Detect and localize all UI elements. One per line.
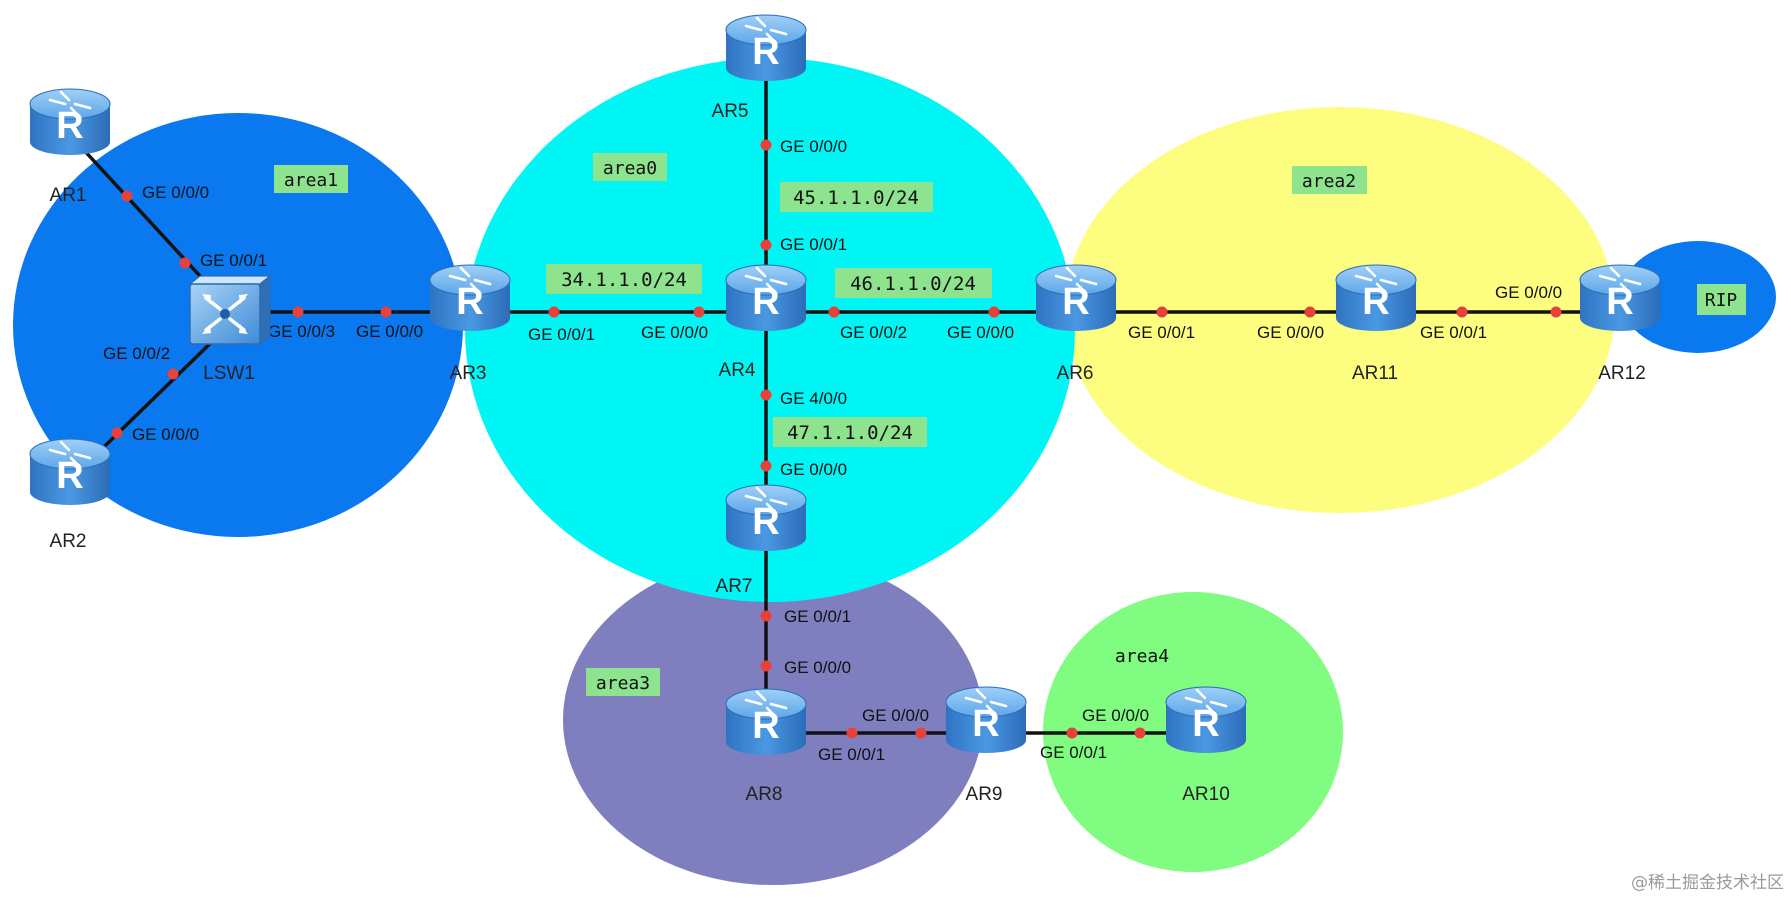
port-dot <box>760 610 772 622</box>
network-label-34: 34.1.1.0/24 <box>546 264 702 294</box>
port-label-lsw1-ar3: GE 0/0/3 <box>268 322 335 341</box>
port-label-ar1: GE 0/0/0 <box>142 183 209 202</box>
area1-label: area1 <box>274 165 348 193</box>
svg-text:46.1.1.0/24: 46.1.1.0/24 <box>850 273 976 295</box>
port-label-lsw1-ar1: GE 0/0/1 <box>200 251 267 270</box>
router-ar8[interactable] <box>724 687 808 757</box>
port-label-ar4-ar3: GE 0/0/0 <box>641 323 708 342</box>
router-ar7[interactable] <box>724 483 808 553</box>
area3-label: area3 <box>586 668 660 696</box>
port-label-ar9-ar10: GE 0/0/1 <box>1040 743 1107 762</box>
svg-text:RIP: RIP <box>1705 290 1738 311</box>
port-label-ar4-ar5: GE 0/0/1 <box>780 235 847 254</box>
port-label-ar3-ar4: GE 0/0/1 <box>528 325 595 344</box>
link-ar1-lsw1 <box>68 133 226 304</box>
device-label-ar4: AR4 <box>719 360 756 381</box>
device-label-ar10: AR10 <box>1182 784 1230 805</box>
port-dot <box>988 306 1000 318</box>
svg-text:45.1.1.0/24: 45.1.1.0/24 <box>793 187 919 209</box>
port-dot <box>1550 306 1562 318</box>
watermark: @稀土掘金技术社区 <box>1631 873 1784 893</box>
port-label-ar4-ar6: GE 0/0/2 <box>840 323 907 342</box>
port-dot <box>1134 727 1146 739</box>
network-label-47: 47.1.1.0/24 <box>773 417 927 447</box>
rip-label: RIP <box>1697 284 1746 315</box>
port-label-lsw1-ar2: GE 0/0/2 <box>103 344 170 363</box>
device-label-ar3: AR3 <box>450 363 487 384</box>
port-label-ar7-ar4: GE 0/0/0 <box>780 460 847 479</box>
port-label-ar2: GE 0/0/0 <box>132 425 199 444</box>
port-dot <box>292 306 304 318</box>
port-dot <box>1156 306 1168 318</box>
device-label-ar8: AR8 <box>746 784 783 805</box>
port-dot <box>179 257 191 269</box>
router-ar10[interactable] <box>1164 685 1248 755</box>
port-dot <box>760 239 772 251</box>
router-ar6[interactable] <box>1034 263 1118 333</box>
port-dot <box>121 190 133 202</box>
port-dot <box>760 660 772 672</box>
svg-text:area3: area3 <box>596 673 650 694</box>
area4-label: area4 <box>1115 646 1169 667</box>
port-label-ar3-lsw1: GE 0/0/0 <box>356 322 423 341</box>
port-dot <box>1456 306 1468 318</box>
port-dot <box>548 306 560 318</box>
port-label-ar9-ar8: GE 0/0/0 <box>862 706 929 725</box>
port-label-ar6-ar4: GE 0/0/0 <box>947 323 1014 342</box>
network-label-46: 46.1.1.0/24 <box>835 268 992 298</box>
port-label-ar8-ar7: GE 0/0/0 <box>784 658 851 677</box>
svg-text:area1: area1 <box>284 170 338 191</box>
port-dot <box>167 368 179 380</box>
router-ar11[interactable] <box>1334 263 1418 333</box>
svg-text:47.1.1.0/24: 47.1.1.0/24 <box>787 422 913 444</box>
port-label-ar10-ar9: GE 0/0/0 <box>1082 706 1149 725</box>
device-label-ar2: AR2 <box>50 531 87 552</box>
port-dot <box>111 427 123 439</box>
device-label-ar1: AR1 <box>50 185 87 206</box>
area0-label: area0 <box>593 153 667 181</box>
port-label-ar4-ar7: GE 4/0/0 <box>780 389 847 408</box>
port-dot <box>1066 727 1078 739</box>
device-label-ar5: AR5 <box>712 101 749 122</box>
port-label-ar12-ar11: GE 0/0/0 <box>1495 283 1562 302</box>
port-label-ar6-ar11: GE 0/0/1 <box>1128 323 1195 342</box>
router-ar2[interactable] <box>28 437 112 507</box>
router-ar4[interactable] <box>724 263 808 333</box>
area2-label: area2 <box>1292 166 1367 194</box>
port-label-ar11-ar12: GE 0/0/1 <box>1420 323 1487 342</box>
device-label-ar11: AR11 <box>1352 363 1398 384</box>
router-ar12[interactable] <box>1578 263 1662 333</box>
port-label-ar11-ar6: GE 0/0/0 <box>1257 323 1324 342</box>
router-ar9[interactable] <box>944 685 1028 755</box>
port-label-ar5: GE 0/0/0 <box>780 137 847 156</box>
svg-text:area4: area4 <box>1115 646 1169 667</box>
device-label-ar12: AR12 <box>1598 363 1646 384</box>
device-label-lsw1: LSW1 <box>203 363 255 384</box>
svg-text:area0: area0 <box>603 158 657 179</box>
port-dot <box>760 139 772 151</box>
port-dot <box>1304 306 1316 318</box>
port-dot <box>760 460 772 472</box>
device-label-ar6: AR6 <box>1057 363 1094 384</box>
port-label-ar8-ar9: GE 0/0/1 <box>818 745 885 764</box>
network-label-45: 45.1.1.0/24 <box>780 182 933 212</box>
svg-text:area2: area2 <box>1302 171 1356 192</box>
switch-lsw1[interactable] <box>188 274 272 346</box>
port-dot <box>380 306 392 318</box>
router-ar3[interactable] <box>428 263 512 333</box>
port-dot <box>846 727 858 739</box>
router-ar5[interactable] <box>724 13 808 83</box>
device-label-ar7: AR7 <box>716 576 753 597</box>
device-label-ar9: AR9 <box>966 784 1003 805</box>
port-dot <box>915 727 927 739</box>
router-ar1[interactable] <box>28 87 112 157</box>
port-label-ar7-ar8: GE 0/0/1 <box>784 607 851 626</box>
svg-text:34.1.1.0/24: 34.1.1.0/24 <box>561 269 687 291</box>
port-dot <box>693 306 705 318</box>
port-dot <box>828 306 840 318</box>
port-dot <box>760 389 772 401</box>
